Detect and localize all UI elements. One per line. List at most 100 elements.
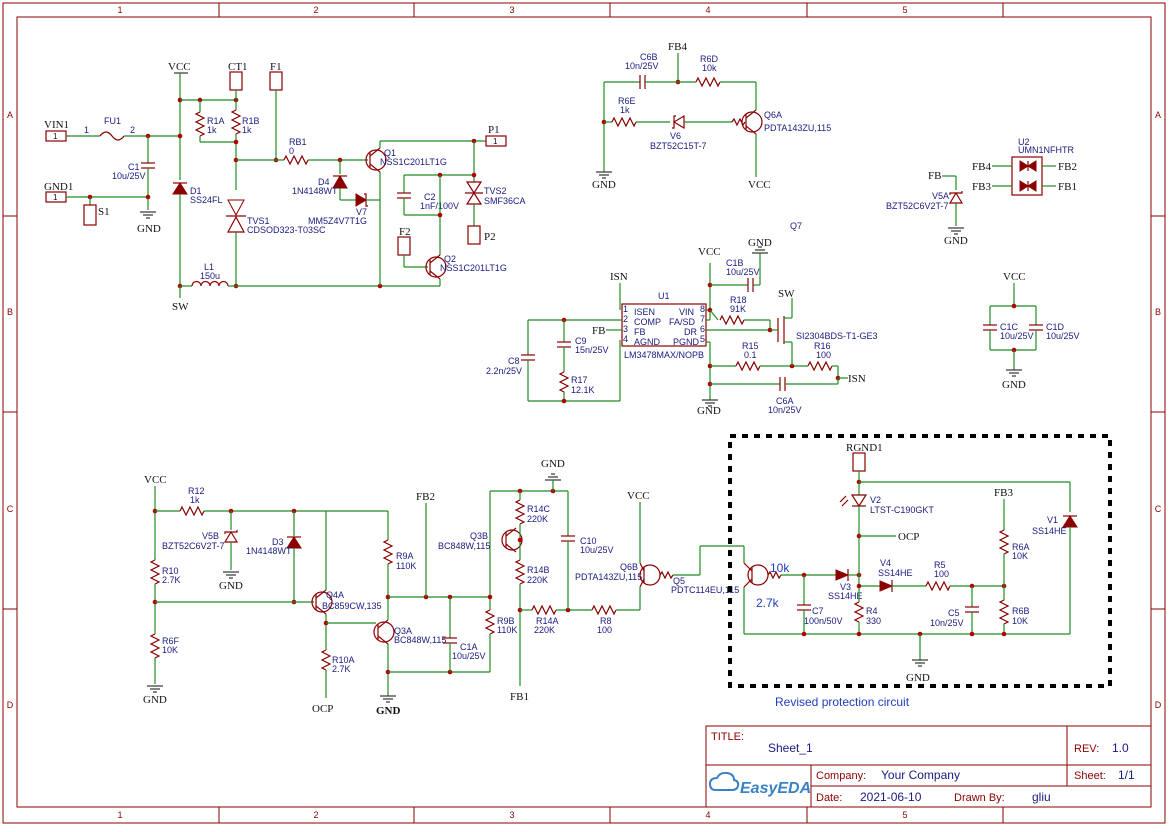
q4a-ref: Q4A: [326, 590, 344, 600]
revised-boundary: [728, 434, 1112, 688]
q4a-transistor: [311, 591, 333, 613]
fb2-label: FB2: [416, 491, 435, 503]
r6e-ref: R6E: [618, 96, 636, 106]
v7-value: MM5Z4V7T1G: [308, 216, 367, 226]
row-label: C: [1155, 504, 1162, 514]
col-label: 4: [705, 5, 710, 15]
r9a-ref: R9A: [396, 551, 414, 561]
r10a-resistor: [320, 649, 332, 671]
gnd-symbol: [147, 685, 163, 693]
p2-connector[interactable]: [467, 225, 481, 245]
sheet-title: Sheet_1: [768, 741, 813, 755]
r6d-ref: R6D: [700, 54, 719, 64]
r5-ref: R5: [934, 560, 946, 570]
fb-label: FB: [592, 325, 605, 337]
d4-value: 1N4148WT: [292, 186, 338, 196]
v3-value: SS14HE: [828, 591, 863, 601]
c2-ref: C2: [424, 192, 436, 202]
c8-ref: C8: [508, 356, 520, 366]
rgnd1-connector[interactable]: [852, 452, 866, 472]
svg-text:FA/SD: FA/SD: [669, 317, 696, 327]
c1c-ref: C1C: [1000, 322, 1019, 332]
l1-inductor: [191, 280, 229, 287]
col-label: 3: [509, 5, 514, 15]
d1-value: SS24FL: [190, 195, 223, 205]
drawn-value: gliu: [1032, 790, 1051, 804]
r6f-value: 10K: [162, 645, 178, 655]
logo-text: EasyEDA: [740, 780, 811, 797]
v5a-ref: V5A: [932, 191, 949, 201]
r1b-value: 1k: [242, 125, 252, 135]
easyeda-logo: EasyEDA: [708, 771, 811, 797]
v5b-value: BZT52C6V2T-7: [162, 541, 225, 551]
u2-diode-array: [1011, 156, 1043, 196]
c1a-ref: C1A: [460, 642, 478, 652]
c7-value: 100n/50V: [804, 616, 843, 626]
r17-ref: R17: [571, 375, 588, 385]
fu1-ref: FU1: [104, 116, 121, 126]
q3a-ref: Q3A: [394, 626, 412, 636]
c6b-value: 10n/25V: [625, 61, 659, 71]
r15-ref: R15: [742, 341, 759, 351]
v2-value: LTST-C190GKT: [870, 505, 934, 515]
fb3-label: FB3: [972, 181, 991, 193]
v1-value: SS14HE: [1032, 526, 1067, 536]
tvs1-bidirectional: [227, 199, 245, 217]
q1-transistor: [365, 149, 387, 171]
s1-connector[interactable]: [83, 204, 97, 226]
vcc-label: VCC: [698, 246, 721, 258]
f1-connector[interactable]: [269, 71, 283, 91]
sw-label: SW: [172, 301, 189, 313]
gnd-symbol: [702, 399, 718, 407]
vcc-label: VCC: [748, 179, 771, 191]
ct1-label: CT1: [228, 61, 248, 73]
date-value: 2021-06-10: [860, 790, 922, 804]
r14c-ref: R14C: [527, 504, 551, 514]
row-label: A: [1155, 110, 1161, 120]
gnd-symbol: [140, 211, 156, 219]
r6d-value: 10k: [702, 63, 717, 73]
sw-label: SW: [778, 288, 795, 300]
fb4-label: FB4: [972, 161, 991, 173]
gnd-label: GND: [143, 694, 167, 706]
u2-ref: U2: [1018, 137, 1030, 147]
p1-connector[interactable]: [485, 135, 507, 147]
u2-value: UMN1NFHTR: [1018, 145, 1074, 155]
r6a-ref: R6A: [1012, 542, 1030, 552]
connector-pin: 1: [53, 132, 58, 141]
rb1-resistor: [283, 154, 309, 166]
col-label: 5: [902, 5, 907, 15]
ct1-connector[interactable]: [229, 71, 243, 91]
s1-label: S1: [98, 206, 110, 218]
f2-label: F2: [399, 226, 411, 238]
f2-connector[interactable]: [397, 236, 411, 256]
gnd-label: GND: [541, 458, 565, 470]
r1a-resistor: [194, 111, 206, 137]
fb4-section: FB4 C6B 10n/25V R6D 10k R6E 1k V6 BZT52C…: [592, 41, 831, 191]
q3a-value: BC848W,115: [394, 635, 446, 645]
isn-label: ISN: [848, 373, 866, 385]
r16-ref: R16: [814, 341, 831, 351]
c10-ref: C10: [580, 536, 597, 546]
rb1-value: 0: [289, 146, 294, 156]
fb3-label: FB3: [994, 487, 1013, 499]
q3a-transistor: [373, 621, 395, 643]
r10-value: 2.7K: [162, 575, 181, 585]
u1-value: LM3478MAX/NOPB: [624, 350, 704, 360]
fb1-label: FB1: [1058, 181, 1077, 193]
r16-resistor: [807, 360, 833, 372]
svg-text:2: 2: [623, 314, 628, 324]
pin-num: 1: [84, 125, 89, 135]
c1d-value: 10u/25V: [1046, 331, 1080, 341]
fb-label: FB: [928, 170, 941, 182]
gnd-symbol: [223, 571, 239, 579]
q3b-ref: Q3B: [470, 531, 488, 541]
row-label: D: [7, 700, 14, 710]
r10-ref: R10: [162, 566, 179, 576]
c9-ref: C9: [575, 336, 587, 346]
l1-ref: L1: [204, 262, 214, 272]
r14a-resistor: [531, 604, 557, 616]
gnd-label: GND: [137, 223, 161, 235]
q6a-ref: Q6A: [764, 110, 782, 120]
